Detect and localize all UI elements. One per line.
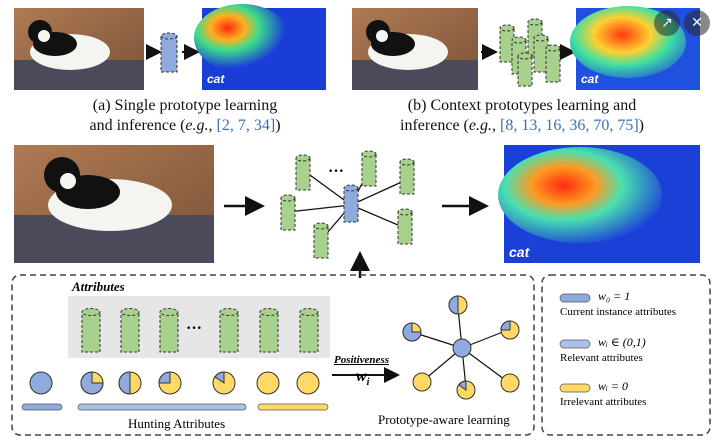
legend-desc-relevant: Relevant attributes bbox=[560, 352, 643, 364]
caption-eg: e.g., bbox=[468, 117, 496, 134]
panel-b-caption-line2: inference (e.g., [8, 13, 16, 36, 70, 75]… bbox=[352, 116, 692, 136]
panel-c-heatmap bbox=[498, 145, 700, 263]
single-prototype-cylinder bbox=[160, 32, 178, 73]
panel-a-photo bbox=[14, 8, 144, 90]
caption-eg: e.g., bbox=[185, 117, 213, 134]
panel-b-caption-line1: (b) Context prototypes learning and bbox=[407, 97, 637, 114]
legend-swatch-irrelevant bbox=[559, 383, 591, 393]
hunting-circles bbox=[29, 371, 320, 395]
panel-c-photo bbox=[14, 145, 214, 263]
legend-formula-current: w₀ = 1 bbox=[598, 289, 631, 303]
network-ellipsis: ··· bbox=[328, 163, 345, 180]
attributes-title: Attributes bbox=[72, 279, 125, 294]
panel-b-caption: (b) Context prototypes learning and infe… bbox=[352, 96, 692, 136]
legend-formula-irrelevant: wᵢ = 0 bbox=[598, 379, 628, 393]
positiveness-label: Positiveness bbox=[334, 354, 389, 366]
attributes-ellipsis: ··· bbox=[186, 320, 203, 337]
prototype-network bbox=[280, 150, 415, 259]
panel-a-heatmap-label: cat bbox=[207, 72, 225, 86]
share-icon[interactable]: ↗ bbox=[654, 10, 680, 36]
legend-swatch-relevant bbox=[559, 339, 591, 349]
caption-citation: [2, 7, 34] bbox=[216, 117, 276, 134]
caption-text: ) bbox=[638, 117, 644, 134]
bar-irrelevant bbox=[257, 403, 329, 411]
legend-formula-relevant: wᵢ ∈ (0,1) bbox=[598, 335, 646, 349]
context-prototype-cylinders bbox=[499, 18, 561, 87]
bar-relevant bbox=[77, 403, 247, 411]
weight-subscript: i bbox=[366, 377, 370, 389]
legend-desc-irrelevant: Irrelevant attributes bbox=[560, 396, 647, 408]
legend-desc-current: Current instance attributes bbox=[560, 306, 677, 318]
attributes-box bbox=[11, 274, 535, 436]
legend-box bbox=[541, 274, 711, 436]
attribute-cylinders bbox=[81, 308, 319, 353]
weight-symbol: w bbox=[356, 368, 367, 385]
caption-text: and inference ( bbox=[89, 117, 186, 134]
panel-a-heatmap bbox=[194, 4, 326, 90]
prototype-aware-label: Prototype-aware learning bbox=[378, 412, 510, 427]
legend-swatch-current bbox=[559, 293, 591, 303]
bar-current bbox=[21, 403, 63, 411]
prototype-aware-star bbox=[402, 295, 520, 400]
panel-b-photo bbox=[352, 8, 478, 90]
panel-a-caption: (a) Single prototype learning and infere… bbox=[40, 96, 330, 136]
panel-a-caption-line1: (a) Single prototype learning bbox=[92, 97, 278, 114]
panel-b-heatmap-label: cat bbox=[581, 72, 599, 86]
close-icon[interactable]: ✕ bbox=[684, 10, 710, 36]
weight-label: wi bbox=[356, 368, 369, 388]
attributes-panel bbox=[68, 296, 330, 358]
caption-text: inference ( bbox=[400, 117, 469, 134]
panel-a-caption-line2: and inference (e.g., [2, 7, 34]) bbox=[40, 116, 330, 136]
panel-c-heatmap-label: cat bbox=[509, 244, 530, 260]
caption-text: ) bbox=[275, 117, 281, 134]
hunting-attributes-label: Hunting Attributes bbox=[128, 416, 226, 431]
caption-citation: [8, 13, 16, 36, 70, 75] bbox=[499, 117, 639, 134]
